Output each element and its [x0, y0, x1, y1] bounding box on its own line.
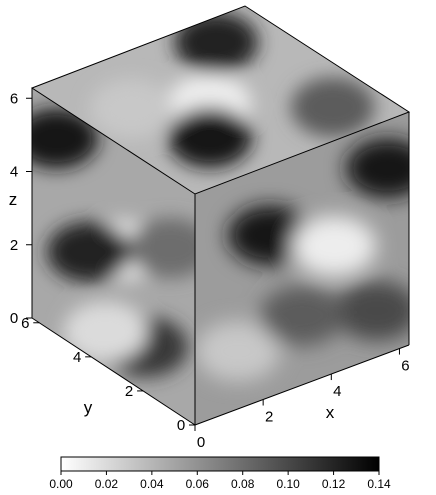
colorbar-tick-label: 0.14 [367, 477, 391, 491]
heat-blob-left-0 [32, 108, 99, 169]
colorbar-tick-label: 0.08 [231, 477, 255, 491]
colorbar-gradient [60, 456, 380, 472]
axes: 0 2 4 6 z 0 2 4 6 y 0 2 4 6 x [9, 90, 410, 451]
heat-blob-right-3 [195, 321, 280, 382]
face-left-blobs [32, 108, 195, 377]
x-axis-tick-label: 2 [265, 409, 273, 426]
y-axis-tick-label: 4 [73, 349, 81, 366]
x-axis-tick-label: 4 [333, 383, 341, 400]
colorbar-tick-label: 0.04 [140, 477, 164, 491]
z-axis-tick-label: 6 [10, 90, 18, 107]
heat-blob-right-1 [292, 215, 377, 276]
y-axis-tick-label: 6 [21, 315, 29, 332]
y-axis-tick-label: 2 [125, 383, 133, 400]
colorbar: 0.00 0.02 0.04 0.06 0.08 0.10 0.12 0.14 [49, 456, 391, 491]
face-left [32, 88, 195, 425]
z-axis-label: z [9, 190, 18, 209]
heat-blob-top-1 [168, 107, 252, 168]
y-axis-label: y [84, 398, 93, 417]
y-axis-tick-label: 0 [177, 417, 185, 434]
x-axis-label: x [326, 403, 335, 422]
heat-blob-left-4 [63, 301, 148, 362]
heat-blob-top-2 [174, 12, 259, 73]
x-axis-tick-label: 0 [197, 434, 205, 451]
colorbar-tick-label: 0.02 [95, 477, 119, 491]
heat-blob-right-0 [227, 205, 312, 266]
cube-edges [30, 5, 411, 426]
face-top [32, 6, 409, 194]
colorbar-tick-label: 0.06 [186, 477, 210, 491]
x-axis-tick-label: 6 [401, 358, 409, 375]
heat-blob-right-2 [345, 138, 409, 199]
colorbar-tick-label: 0.12 [322, 477, 346, 491]
heat-blob-top-3 [290, 77, 375, 138]
heat-blob-left-5 [128, 217, 195, 278]
colorbar-ticks: 0.00 0.02 0.04 0.06 0.08 0.10 0.12 0.14 [49, 471, 391, 491]
heat-blob-left-2 [47, 221, 132, 282]
z-axis-tick-label: 4 [10, 164, 18, 181]
heat-blob-right-5 [260, 285, 344, 346]
face-right [195, 112, 409, 425]
colorbar-tick-label: 0.10 [276, 477, 300, 491]
colorbar-tick-label: 0.00 [49, 477, 73, 491]
face-right-blobs [195, 138, 409, 382]
z-axis-tick-label: 2 [10, 237, 18, 254]
heat-blob-top-4 [89, 78, 174, 139]
face-top-blobs [89, 12, 375, 168]
heat-blob-right-4 [334, 280, 409, 341]
z-axis-tick-label: 0 [10, 310, 18, 327]
